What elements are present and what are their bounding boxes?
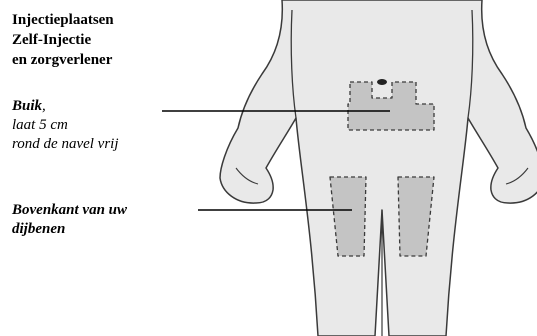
navel-icon <box>377 79 387 85</box>
body-silhouette <box>220 0 537 336</box>
